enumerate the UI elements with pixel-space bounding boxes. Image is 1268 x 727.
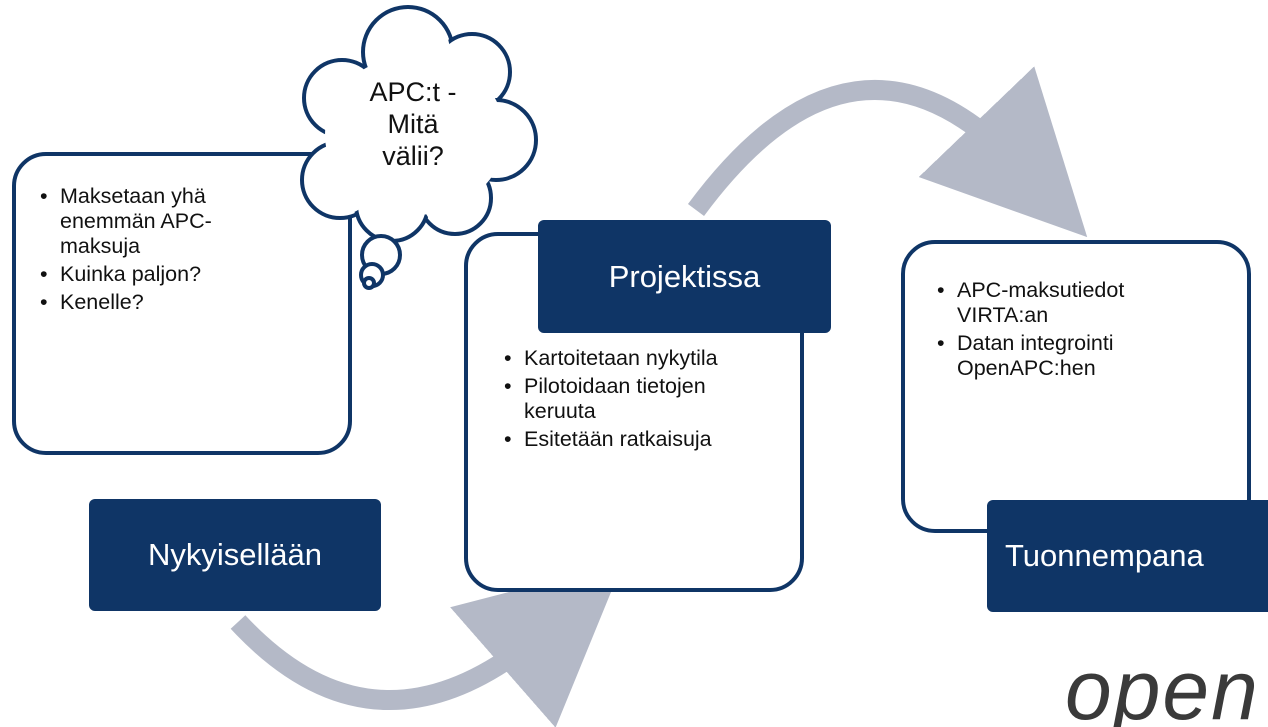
bullet-item: Kartoitetaan nykytila [502,346,782,371]
thought-line: välii? [382,141,444,171]
bullet-item: Kuinka paljon? [38,262,278,287]
projektissa-bullets: Kartoitetaan nykytila Pilotoidaan tietoj… [502,346,782,455]
open-logo: open [1065,643,1260,727]
cycle-arrow-bottom [230,562,624,727]
tuonnempana-label: Tuonnempana [987,500,1268,612]
bullet-item: Maksetaan yhä enemmän APC-maksuja [38,184,278,259]
bullet-item: Esitetään ratkaisuja [502,427,782,452]
tuonnempana-box: APC-maksutiedot VIRTA:an Datan integroin… [901,240,1251,533]
bullet-item: Datan integrointi OpenAPC:hen [935,331,1205,381]
cycle-arrow-top [687,66,1088,238]
tuonnempana-bullets: APC-maksutiedot VIRTA:an Datan integroin… [935,278,1205,384]
bullet-item: Kenelle? [38,290,278,315]
nykyisellaan-box: Maksetaan yhä enemmän APC-maksuja Kuinka… [12,152,352,455]
thought-line: APC:t - [369,77,457,107]
bullet-item: Pilotoidaan tietojen keruuta [502,374,782,424]
projektissa-label: Projektissa [538,220,831,333]
nykyisellaan-label: Nykyisellään [89,499,381,611]
thought-bubble-text: APC:t - Mitä välii? [328,76,498,172]
thought-line: Mitä [387,109,439,139]
bullet-item: APC-maksutiedot VIRTA:an [935,278,1205,328]
nykyisellaan-bullets: Maksetaan yhä enemmän APC-maksuja Kuinka… [38,184,278,318]
